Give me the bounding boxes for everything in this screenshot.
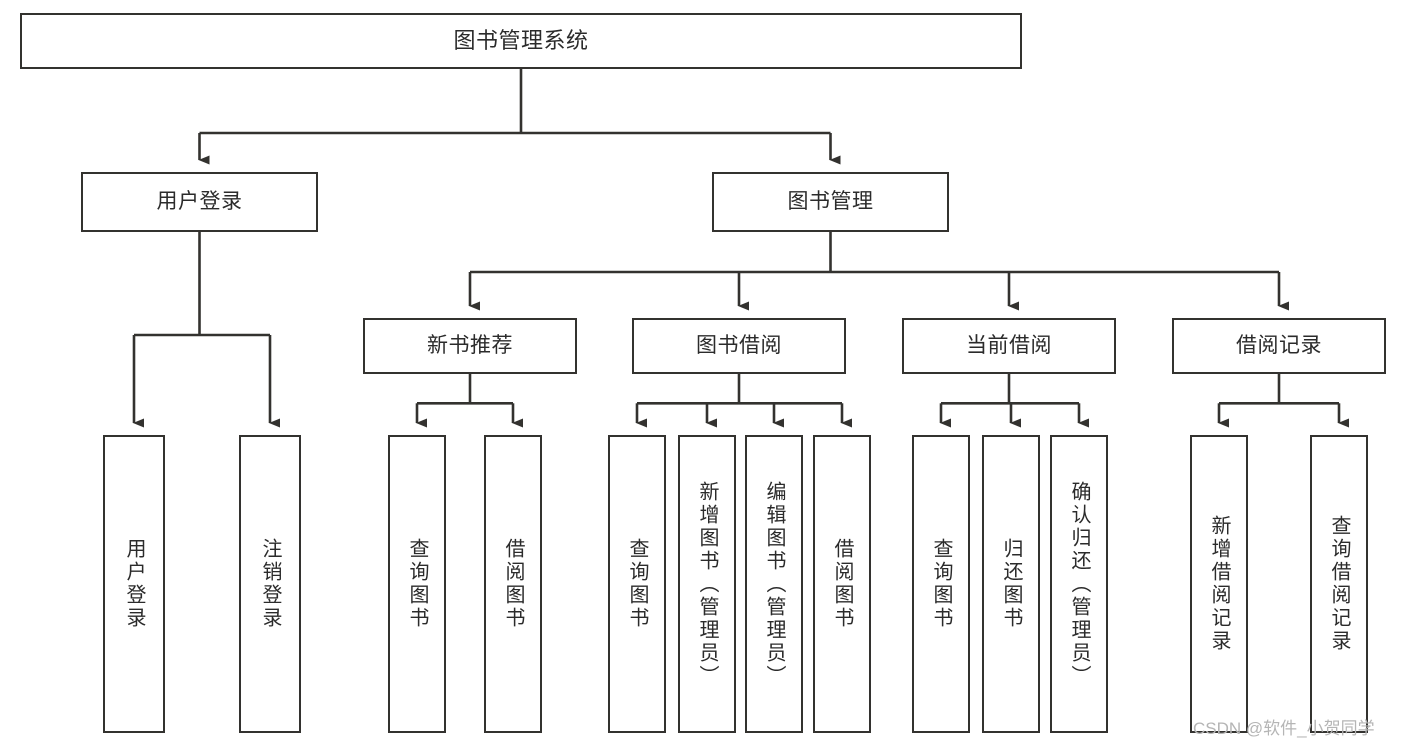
watermark: CSDN @软件_小贺同学 bbox=[1193, 719, 1375, 738]
node-label: 确认归还（管理员） bbox=[1068, 480, 1090, 688]
node-label: 新书推荐 bbox=[427, 333, 513, 357]
leaf-borrow-book-1[interactable]: 借阅图书 bbox=[484, 435, 542, 733]
node-label: 查询图书 bbox=[406, 538, 428, 630]
node-label: 图书管理系统 bbox=[453, 28, 589, 54]
node-label: 查询借阅记录 bbox=[1328, 515, 1350, 653]
leaf-query-book-3[interactable]: 查询图书 bbox=[912, 435, 970, 733]
node-current-borrow[interactable]: 当前借阅 bbox=[902, 318, 1116, 374]
node-label: 新增图书（管理员） bbox=[696, 480, 718, 688]
leaf-return-book[interactable]: 归还图书 bbox=[982, 435, 1040, 733]
node-label: 查询图书 bbox=[930, 538, 952, 630]
leaf-logout[interactable]: 注销登录 bbox=[239, 435, 301, 733]
node-root[interactable]: 图书管理系统 bbox=[20, 13, 1022, 69]
node-label: 图书管理 bbox=[787, 189, 874, 213]
leaf-add-borrow-record[interactable]: 新增借阅记录 bbox=[1190, 435, 1248, 733]
node-label: 注销登录 bbox=[259, 538, 281, 630]
node-label: 借阅图书 bbox=[831, 538, 853, 630]
node-book-management[interactable]: 图书管理 bbox=[712, 172, 949, 232]
leaf-query-book-2[interactable]: 查询图书 bbox=[608, 435, 666, 733]
node-new-book-recommendation[interactable]: 新书推荐 bbox=[363, 318, 577, 374]
node-label: 用户登录 bbox=[123, 538, 145, 630]
node-borrow-record[interactable]: 借阅记录 bbox=[1172, 318, 1386, 374]
edge-paths bbox=[132, 69, 1349, 428]
node-book-borrow[interactable]: 图书借阅 bbox=[632, 318, 846, 374]
leaf-confirm-return[interactable]: 确认归还（管理员） bbox=[1050, 435, 1108, 733]
node-label: 借阅记录 bbox=[1236, 333, 1322, 357]
node-label: 编辑图书（管理员） bbox=[763, 480, 785, 688]
node-label: 用户登录 bbox=[156, 189, 243, 213]
node-label: 图书借阅 bbox=[696, 333, 782, 357]
node-label: 借阅图书 bbox=[502, 538, 524, 630]
node-user-login[interactable]: 用户登录 bbox=[81, 172, 318, 232]
leaf-user-login[interactable]: 用户登录 bbox=[103, 435, 165, 733]
node-label: 当前借阅 bbox=[966, 333, 1052, 357]
node-label: 新增借阅记录 bbox=[1208, 515, 1230, 653]
leaf-add-book[interactable]: 新增图书（管理员） bbox=[678, 435, 736, 733]
leaf-query-book-1[interactable]: 查询图书 bbox=[388, 435, 446, 733]
node-label: 查询图书 bbox=[626, 538, 648, 630]
leaf-query-borrow-record[interactable]: 查询借阅记录 bbox=[1310, 435, 1368, 733]
leaf-edit-book[interactable]: 编辑图书（管理员） bbox=[745, 435, 803, 733]
leaf-borrow-book-2[interactable]: 借阅图书 bbox=[813, 435, 871, 733]
node-label: 归还图书 bbox=[1000, 538, 1022, 630]
